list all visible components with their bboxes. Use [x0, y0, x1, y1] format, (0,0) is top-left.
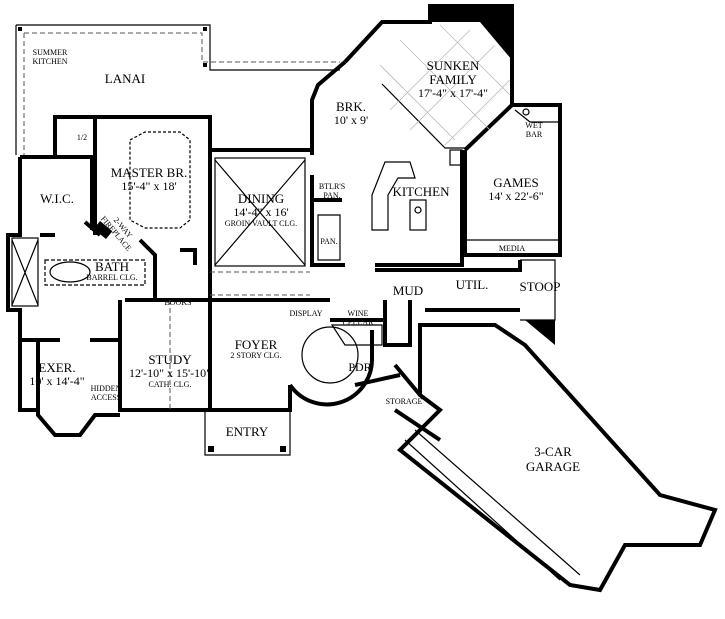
label-master-size: 15'-4" x 18' — [121, 179, 176, 193]
label-wic: W.I.C. — [40, 191, 74, 206]
label-pan: PAN. — [320, 237, 337, 246]
label-display: DISPLAY — [289, 309, 322, 318]
label-half-bath: 1/2 — [77, 133, 87, 142]
label-storage: STORAGE — [386, 397, 423, 406]
label-stoop: STOOP — [520, 279, 561, 294]
label-bath: BATH — [95, 259, 129, 274]
label-summer-kitchen-1: SUMMER — [33, 48, 68, 57]
label-bath-note: BARREL CLG. — [86, 273, 137, 282]
stair-area — [288, 318, 422, 407]
label-master: MASTER BR. — [111, 165, 188, 180]
label-wet-bar-2: BAR — [526, 130, 543, 139]
label-mud: MUD — [393, 283, 423, 298]
dining-area — [210, 148, 310, 296]
label-hidden-access-1: HIDDEN — [91, 384, 122, 393]
label-media-games: MEDIA — [499, 244, 525, 253]
master-wing-walls — [6, 115, 212, 412]
label-books: BOOKS — [164, 298, 191, 307]
label-games: GAMES — [493, 175, 539, 190]
label-wine-cellar-2: CELLAR — [342, 318, 374, 327]
label-lanai: LANAI — [105, 71, 145, 86]
label-foyer-note: 2 STORY CLG. — [230, 351, 281, 360]
label-dining: DINING — [238, 191, 284, 206]
label-wet-bar-1: WET — [525, 121, 542, 130]
label-brk-size: 10' x 9' — [334, 113, 368, 127]
label-kitchen: KITCHEN — [392, 184, 450, 199]
label-brk: BRK. — [336, 99, 366, 114]
kitchen-area — [310, 60, 464, 267]
front-rooms-walls — [20, 298, 330, 456]
label-entry: ENTRY — [226, 424, 269, 439]
label-study-size: 12'-10" x 15'-10" — [129, 366, 211, 380]
label-dining-note: GROIN VAULT CLG. — [225, 219, 297, 228]
label-wine-cellar-1: WINE — [348, 309, 369, 318]
label-exer: EXER. — [38, 360, 75, 375]
label-pdr: PDR — [348, 360, 371, 374]
label-sunken: SUNKEN — [427, 58, 480, 73]
label-hidden-access-2: ACCESS — [91, 393, 121, 402]
label-btlr-pan-1: BTLR'S — [319, 182, 345, 191]
label-btlr-pan-2: PAN. — [323, 191, 340, 200]
label-dining-size: 14'-4" x 16' — [233, 205, 288, 219]
label-family: FAMILY — [429, 72, 477, 87]
games-area — [463, 103, 562, 257]
label-family-size: 17'-4" x 17'-4" — [418, 86, 488, 100]
label-study: STUDY — [148, 352, 192, 367]
lanai-outline — [15, 24, 340, 155]
label-util: UTIL. — [456, 277, 489, 292]
garage-area — [393, 323, 718, 593]
label-exer-size: 10' x 14'-4" — [29, 374, 84, 388]
utility-area — [375, 259, 556, 347]
label-garage-1: 3-CAR — [534, 444, 572, 459]
label-foyer: FOYER — [235, 337, 278, 352]
label-study-note: CATH. CLG. — [149, 380, 192, 389]
label-games-size: 14' x 22'-6" — [488, 189, 543, 203]
label-summer-kitchen-2: KITCHEN — [32, 57, 67, 66]
label-garage-2: GARAGE — [526, 459, 580, 474]
